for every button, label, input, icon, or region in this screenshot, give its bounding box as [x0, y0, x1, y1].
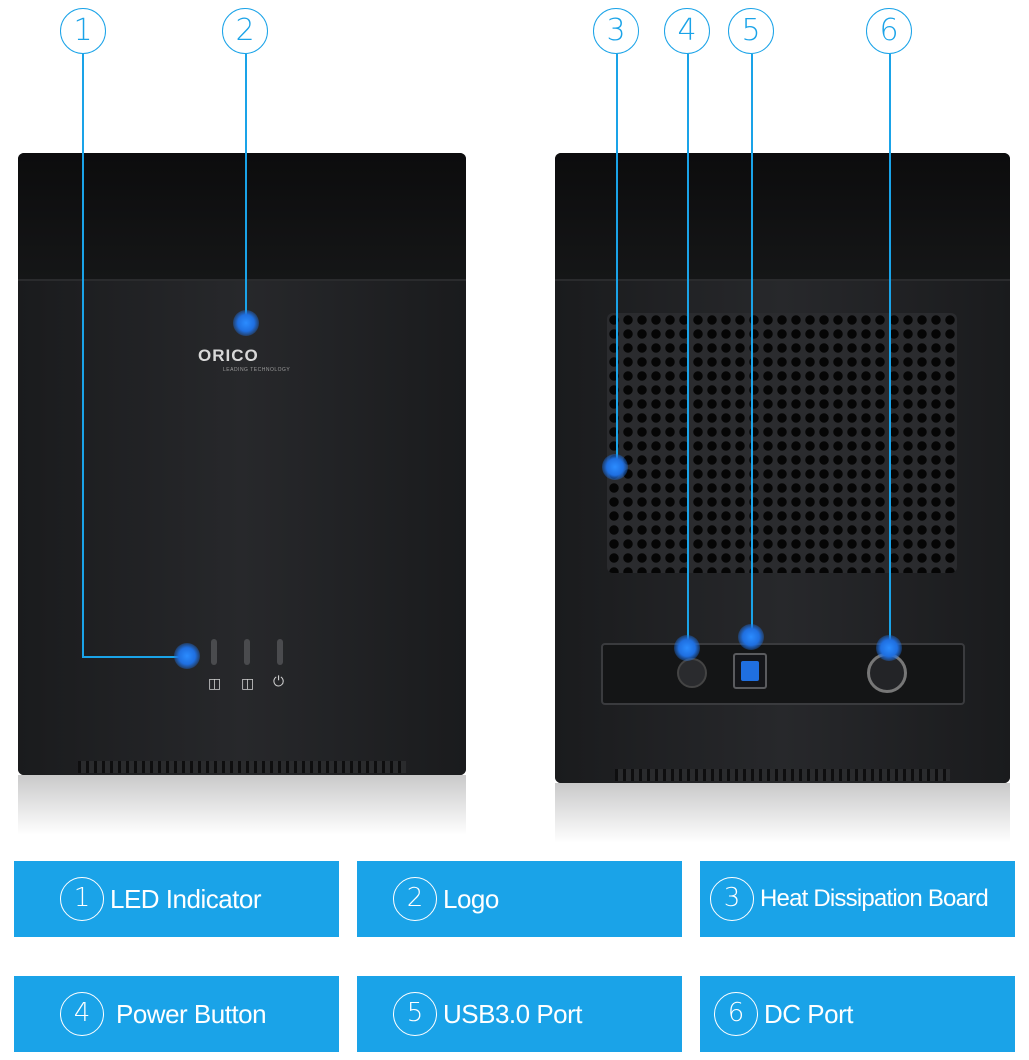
usb3-port-tongue [741, 661, 759, 681]
label-text: Logo [443, 883, 499, 914]
leader-line-5 [751, 54, 753, 636]
callout-number-4: 4 [664, 8, 710, 54]
hotspot-usb-port [738, 624, 764, 650]
leader-line-2 [245, 54, 247, 322]
label-usb-port: 5 USB3.0 Port [357, 976, 682, 1052]
bottom-vent [615, 769, 950, 781]
reflection [18, 775, 466, 835]
label-number: 2 [393, 877, 437, 921]
label-number: 6 [714, 992, 758, 1036]
callout-number-2: 2 [222, 8, 268, 54]
callout-number-5: 5 [728, 8, 774, 54]
leader-line-6 [889, 54, 891, 648]
label-text: DC Port [764, 998, 853, 1029]
callout-number-6: 6 [866, 8, 912, 54]
callout-number-3: 3 [593, 8, 639, 54]
label-text: LED Indicator [110, 883, 262, 914]
reflection [555, 783, 1010, 843]
led-indicator-2 [244, 639, 250, 665]
power-button[interactable] [677, 658, 707, 688]
label-dc-port: 6 DC Port [700, 976, 1015, 1052]
power-icon: ⏻ [273, 673, 285, 689]
label-text: Power Button [116, 998, 267, 1029]
label-power-button: 4 Power Button [14, 976, 339, 1052]
leader-line-1 [82, 656, 182, 658]
dc-port [867, 653, 907, 693]
label-number: 1 [60, 877, 104, 921]
label-logo: 2 Logo [357, 861, 682, 937]
label-number: 4 [60, 992, 104, 1036]
label-number: 5 [393, 992, 437, 1036]
label-text: USB3.0 Port [443, 998, 583, 1029]
heat-dissipation-grille [607, 313, 957, 573]
hotspot-power-button [674, 635, 700, 661]
enclosure-back [555, 153, 1010, 783]
hotspot-logo [233, 310, 259, 336]
enclosure-body [18, 281, 466, 775]
callout-number-1: 1 [60, 8, 106, 54]
enclosure-lid [555, 153, 1010, 281]
port-panel [601, 643, 965, 705]
label-led-indicator: 1 LED Indicator [14, 861, 339, 937]
leader-line-4 [687, 54, 689, 648]
hotspot-dc-port [876, 635, 902, 661]
hdd-icon: ◫ [208, 675, 222, 691]
enclosure-lid [18, 153, 466, 281]
label-number: 3 [710, 877, 754, 921]
bottom-vent [78, 761, 406, 773]
leader-line-3 [616, 54, 618, 466]
orico-logo-tagline: LEADING TECHNOLOGY [223, 367, 291, 373]
label-text: Heat Dissipation Board [760, 885, 989, 912]
label-heat-dissipation: 3 Heat Dissipation Board [700, 861, 1015, 937]
enclosure-front: ORICO LEADING TECHNOLOGY ◫ ◫ ⏻ [18, 153, 466, 775]
led-indicator-power [277, 639, 283, 665]
hdd-icon: ◫ [241, 675, 255, 691]
hotspot-heat-dissipation [602, 454, 628, 480]
hotspot-led-indicator [174, 643, 200, 669]
orico-logo: ORICO [198, 346, 259, 365]
led-indicator-1 [211, 639, 217, 665]
leader-line-1 [82, 54, 84, 657]
